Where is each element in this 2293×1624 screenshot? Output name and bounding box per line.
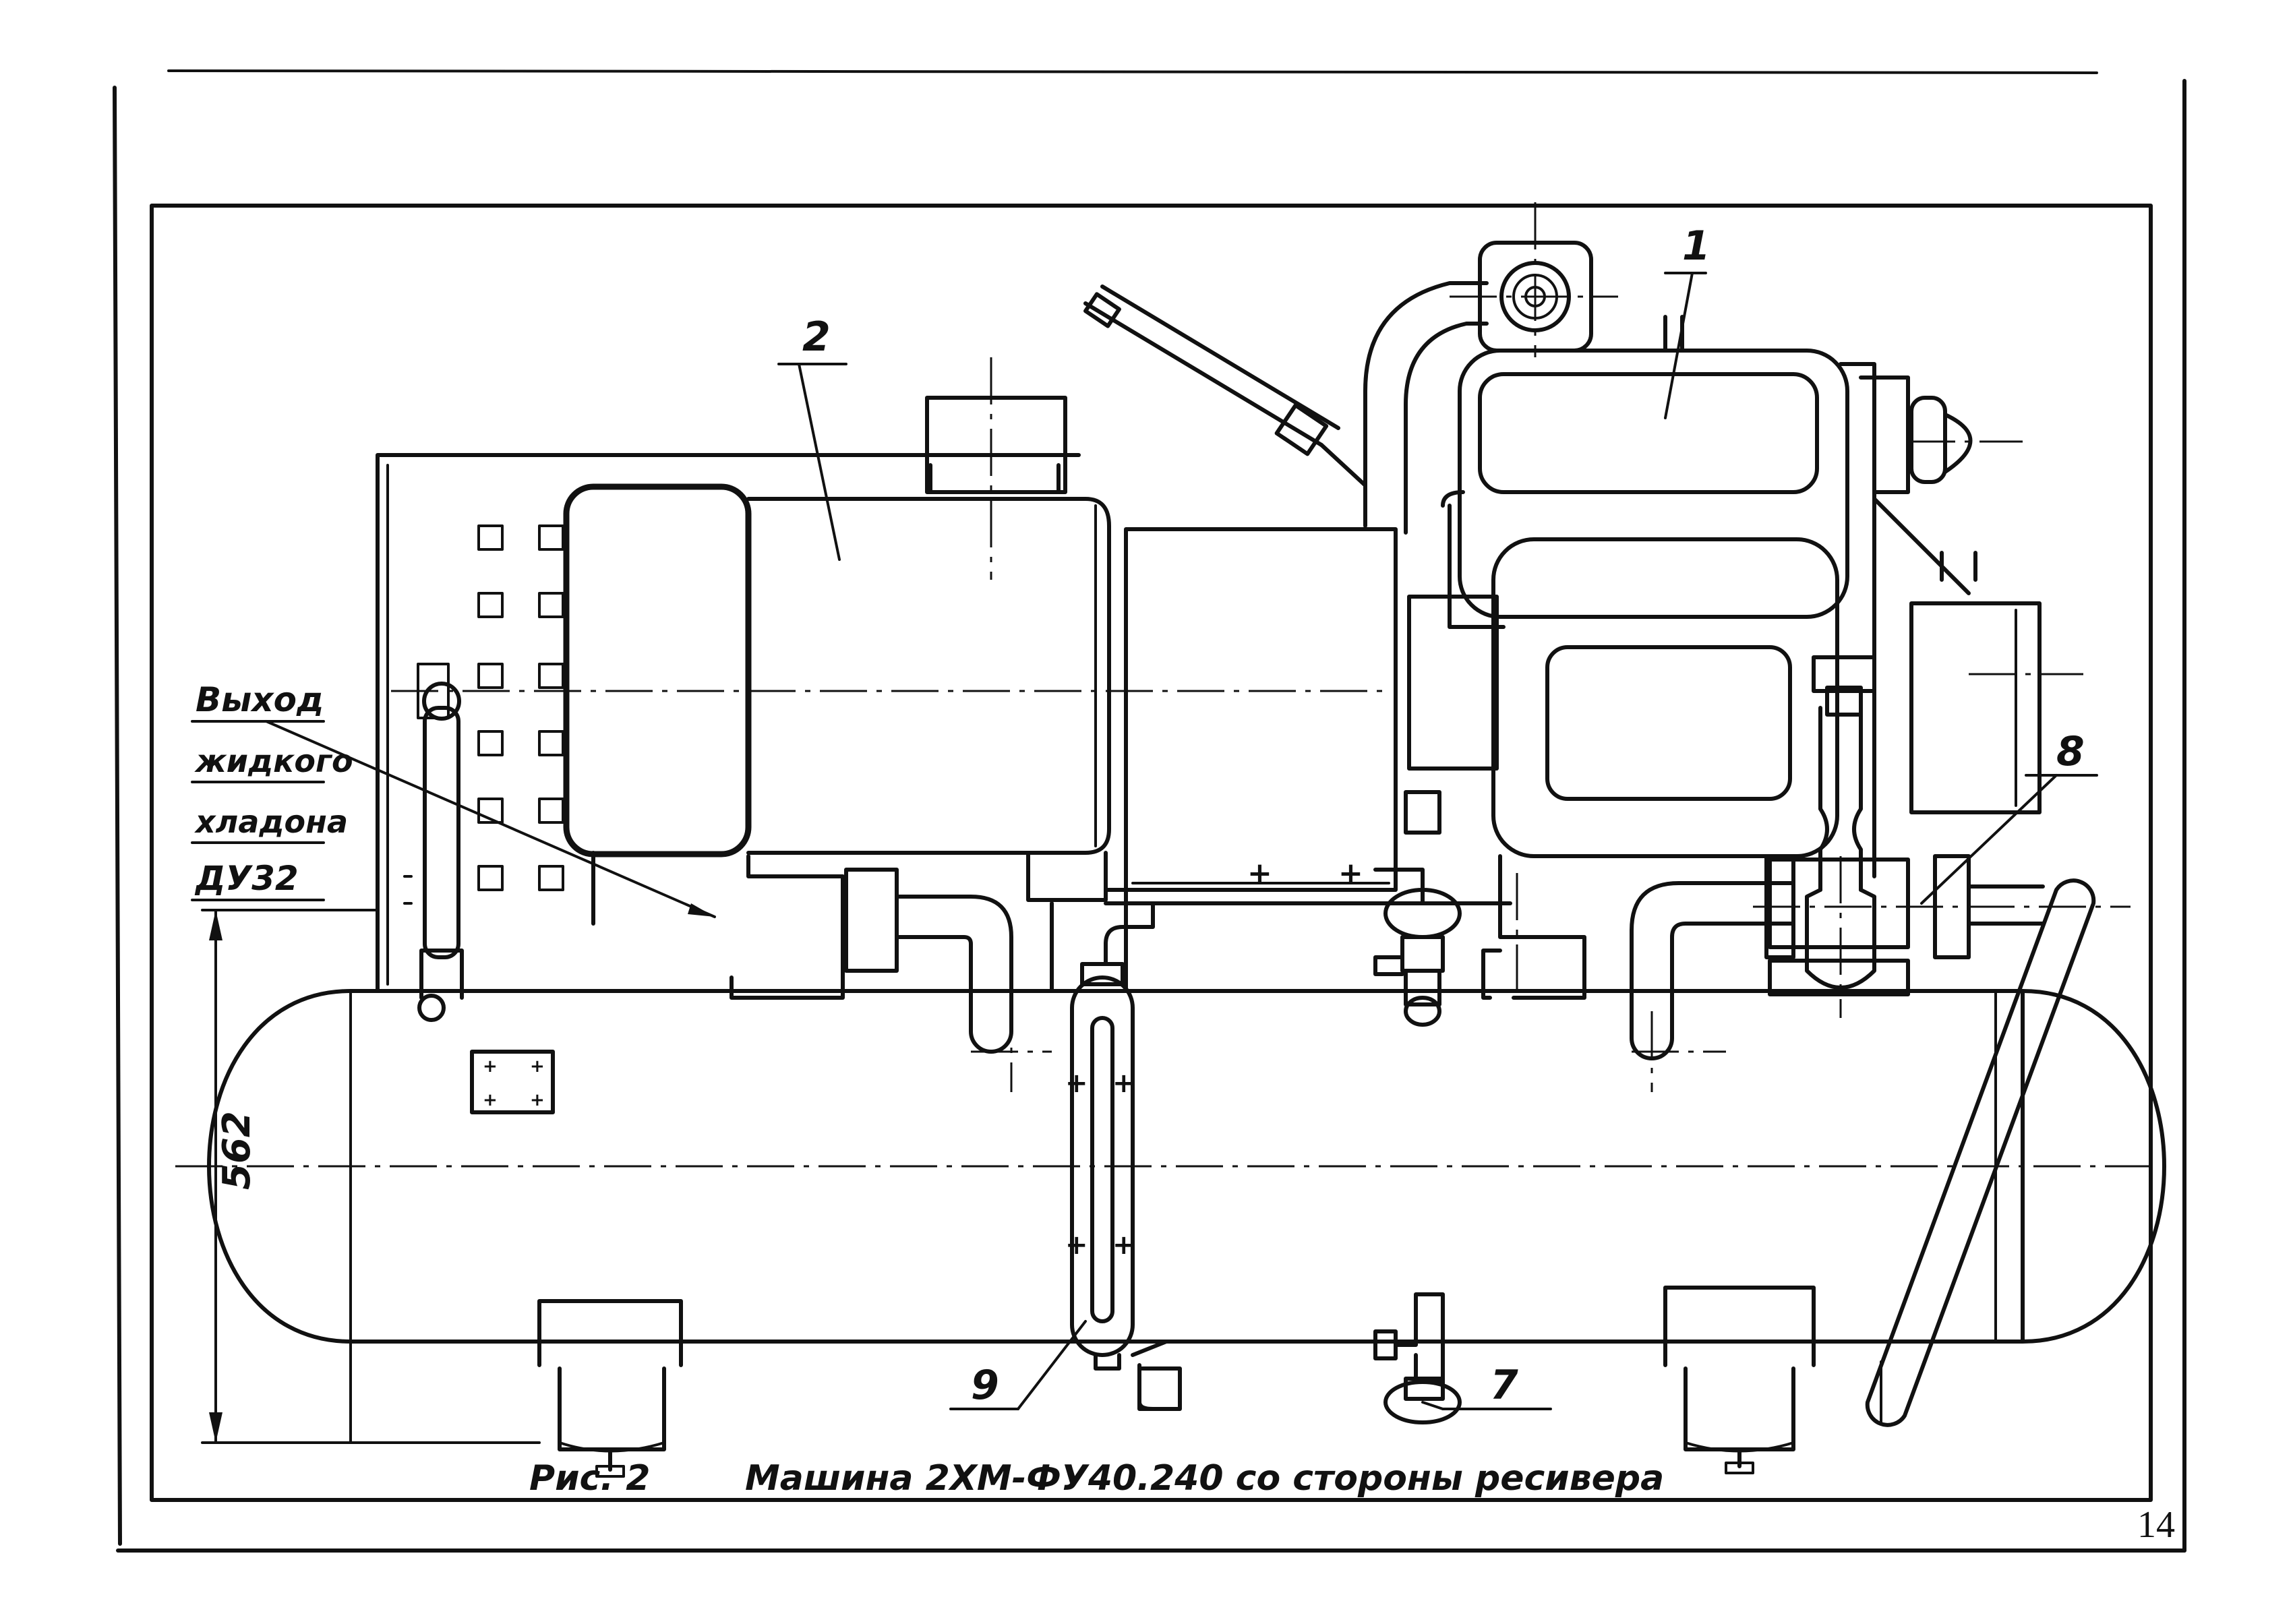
level-gauge: + + + + [1065,901,1377,1411]
control-panel [376,453,1081,993]
svg-text:+: + [1065,1230,1088,1261]
svg-text:+: + [1112,1230,1135,1261]
callout-1: 1 [1682,222,1710,270]
receiver-tank: + + + + [175,989,2166,1444]
svg-text:+: + [1112,1068,1135,1099]
tank-support-left [537,1299,683,1478]
suction-pipe [1363,202,1618,535]
dimension-562 [201,909,541,1444]
annotation-line-1: Выход [196,680,324,719]
annotation-outlet: Выход жидкого хладона ДУ32 [194,680,353,898]
svg-text:+: + [483,1090,498,1110]
annotation-line-3: хладона [194,804,348,840]
compressor [1373,315,2083,1000]
svg-text:+: + [1247,856,1272,891]
callout-7: 7 [1490,1362,1518,1409]
coupling-housing: + + [1026,527,1512,993]
dimension-label: 562 [215,1111,259,1190]
callout-8: 8 [2056,728,2085,775]
page-number: 14 [2137,1504,2175,1546]
leader-lines [191,272,2098,1410]
svg-text:+: + [483,1056,498,1077]
svg-text:+: + [530,1056,545,1077]
electric-motor [391,357,1382,1092]
figure-number: Рис. 2 [529,1458,650,1499]
diagonal-pipe [1865,878,2096,1427]
callout-2: 2 [802,313,831,361]
svg-text:+: + [530,1090,545,1110]
annotation-line-2: жидкого [194,743,353,779]
service-valve [1373,888,1462,1027]
sheet-frame [113,69,2186,1553]
discharge-valve [1630,655,2131,1092]
callout-9: 9 [971,1362,999,1409]
svg-text:+: + [1065,1068,1088,1099]
charging-tube [1083,284,1367,487]
drain-valve [1373,1292,1462,1424]
sight-glass-left [403,682,464,1022]
annotation-line-4: ДУ32 [194,859,299,898]
tank-support-right [1663,1286,1816,1474]
svg-text:+: + [1338,856,1363,891]
figure-caption: Машина 2ХМ-ФУ40.240 со стороны ресивера [745,1458,1664,1499]
